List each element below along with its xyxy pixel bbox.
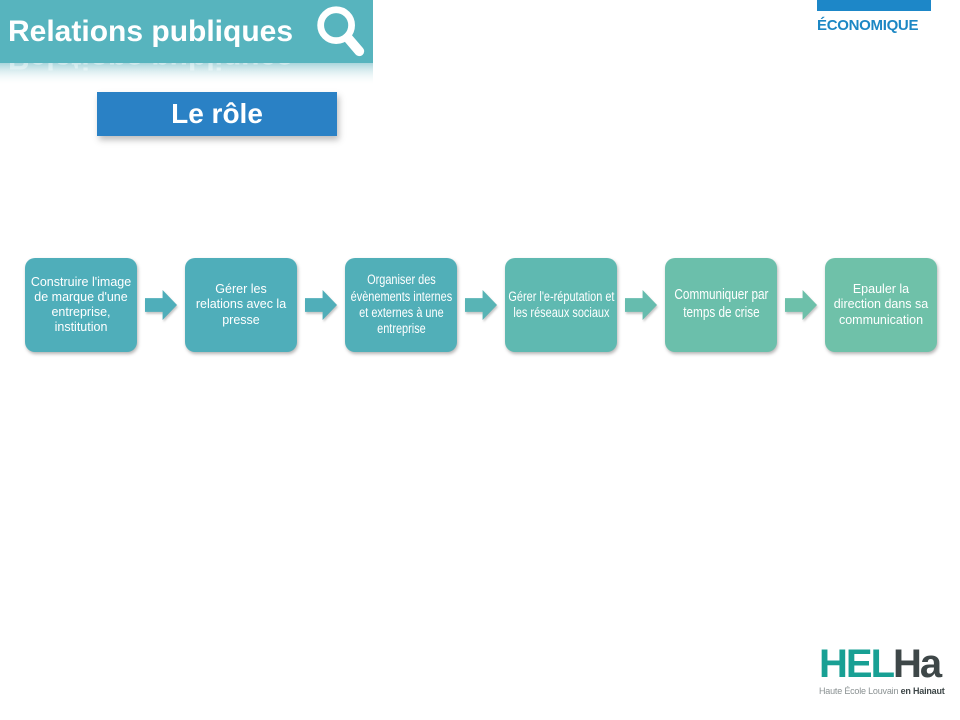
logo-part-hel: HEL: [819, 642, 895, 686]
section-title-box: Le rôle: [97, 92, 337, 136]
helha-logo-wordmark: HELHa: [819, 644, 949, 684]
process-step-1: Construire l'image de marque d'une entre…: [25, 258, 137, 352]
arrow-shape: [465, 290, 497, 320]
process-step-label: Gérer les relations avec la presse: [195, 282, 287, 327]
arrow-right-icon: [785, 290, 817, 320]
process-step-label: Construire l'image de marque d'une entre…: [30, 274, 132, 335]
arrow-right-icon: [625, 290, 657, 320]
helha-logo: HELHa Haute École Louvain en Hainaut: [819, 644, 949, 696]
arrow-right-icon: [145, 290, 177, 320]
logo-part-ha: Ha: [893, 642, 942, 686]
tagline-regular: Haute École Louvain: [819, 686, 899, 696]
process-step-2: Gérer les relations avec la presse: [185, 258, 297, 352]
arrow-shape: [625, 290, 657, 320]
process-step-6: Epauler la direction dans sa communicati…: [825, 258, 937, 352]
faculty-label: ÉCONOMIQUE: [817, 17, 919, 34]
process-step-label: Organiser des évènements internes et ext…: [350, 272, 452, 337]
faculty-color-bar: [817, 0, 931, 11]
slide-header: Relations publiques: [0, 0, 373, 63]
process-step-label: Gérer l'e-réputation et les réseaux soci…: [507, 288, 615, 320]
helha-logo-tagline: Haute École Louvain en Hainaut: [819, 686, 949, 696]
arrow-shape: [145, 290, 177, 320]
tagline-bold: en Hainaut: [900, 686, 945, 696]
faculty-branding: ÉCONOMIQUE: [817, 0, 931, 34]
section-title: Le rôle: [171, 98, 263, 129]
process-flow-diagram: Construire l'image de marque d'une entre…: [25, 258, 937, 352]
header-reflection: Relations publiques: [0, 63, 373, 88]
process-step-4: Gérer l'e-réputation et les réseaux soci…: [505, 258, 617, 352]
process-step-label: Communiquer par temps de crise: [673, 287, 769, 321]
process-step-label: Epauler la direction dans sa communicati…: [833, 282, 929, 327]
process-step-5: Communiquer par temps de crise: [665, 258, 777, 352]
page-title: Relations publiques: [8, 14, 294, 48]
header-reflection-text: Relations publiques: [0, 63, 373, 88]
process-step-3: Organiser des évènements internes et ext…: [345, 258, 457, 352]
arrow-shape: [305, 290, 337, 320]
arrow-right-icon: [465, 290, 497, 320]
search-icon: [317, 6, 365, 57]
arrow-right-icon: [305, 290, 337, 320]
arrow-shape: [785, 290, 817, 320]
